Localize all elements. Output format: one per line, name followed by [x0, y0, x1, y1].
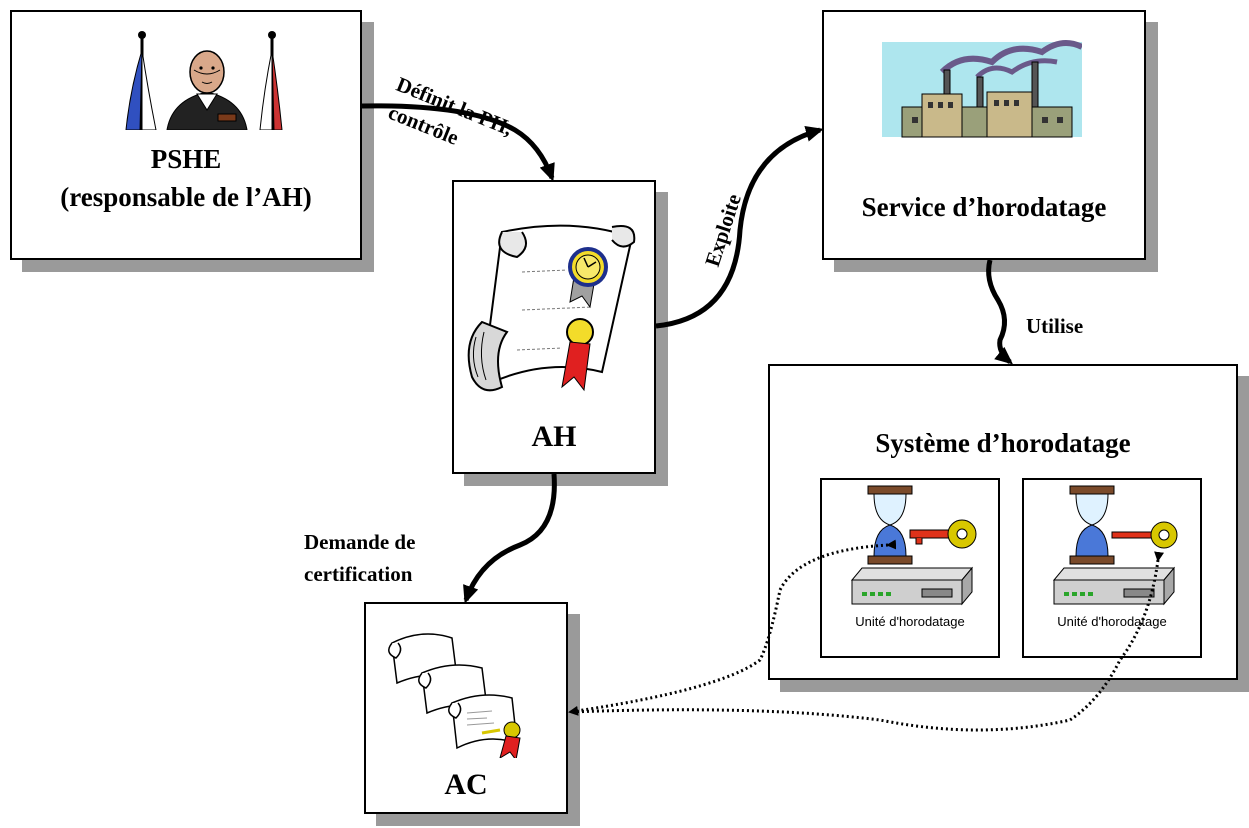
- edge-label-demande-1: Demande de: [304, 530, 416, 554]
- edge-exploite: [655, 126, 824, 329]
- edge-definit: [361, 103, 555, 182]
- ah-title: AH: [531, 420, 577, 453]
- factory-icon: [882, 40, 1082, 138]
- certificates-stack-icon: [388, 633, 521, 758]
- service-node: Service d’horodatage: [822, 10, 1146, 260]
- ah-node: AH: [452, 180, 656, 474]
- pshe-title: PSHE: [150, 144, 222, 174]
- pshe-node: PSHE (responsable de l’AH): [10, 10, 362, 260]
- systeme-node: Système d’horodatage Unité d'horodatage: [768, 364, 1238, 680]
- diploma-scroll-icon: [467, 224, 636, 392]
- timestamp-unit-2: Unité d'horodatage: [1022, 478, 1202, 658]
- judge-icon: [125, 31, 283, 130]
- edge-label-demande-2: certification: [304, 562, 413, 586]
- edge-demande: [463, 473, 557, 604]
- edge-utilise: [986, 259, 1014, 365]
- ac-title: AC: [444, 768, 488, 801]
- unit-2-label: Unité d'horodatage: [1057, 614, 1167, 629]
- pshe-subtitle: (responsable de l’AH): [60, 182, 312, 212]
- edge-dotted-unit2-ac: [569, 551, 1165, 732]
- edge-label-utilise: Utilise: [1026, 314, 1084, 338]
- hourglass-key-server-icon: [1052, 485, 1178, 606]
- systeme-title: Système d’horodatage: [875, 428, 1131, 458]
- service-title: Service d’horodatage: [861, 192, 1107, 222]
- edge-dotted-unit1-ac: [568, 539, 897, 716]
